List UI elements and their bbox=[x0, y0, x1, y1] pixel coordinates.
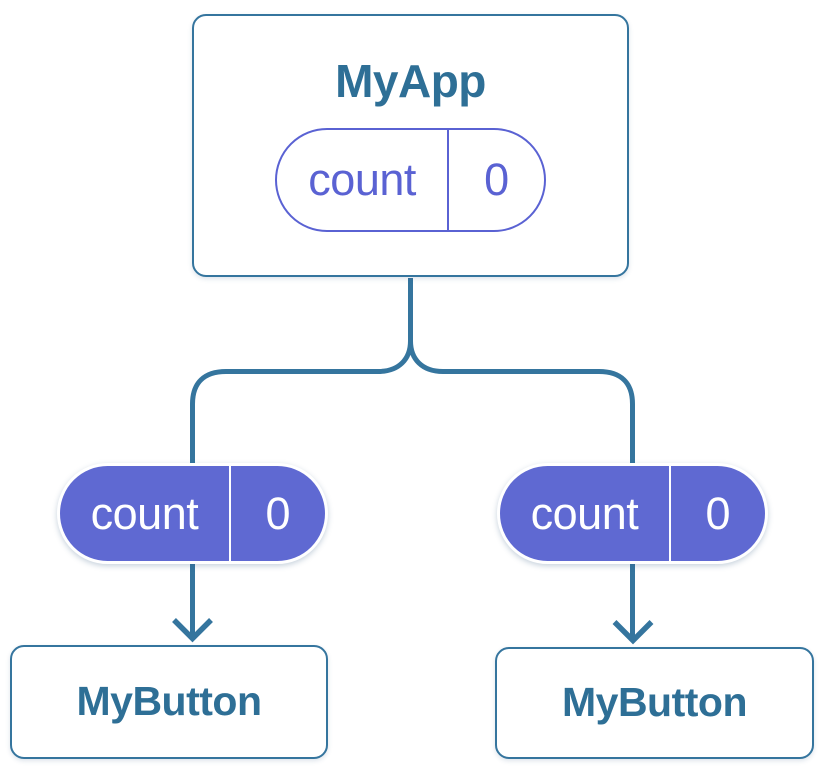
prop-pill-right: count 0 bbox=[497, 463, 768, 564]
prop-pill-left: count 0 bbox=[57, 463, 328, 564]
node-myapp: MyApp count 0 bbox=[192, 14, 629, 277]
node-mybutton-right: MyButton bbox=[495, 647, 814, 759]
left-arrowhead-icon bbox=[172, 618, 213, 643]
right-arrowhead-icon bbox=[612, 620, 654, 645]
prop-pill-left-value: 0 bbox=[265, 487, 291, 539]
connector-branch-right bbox=[408, 340, 635, 638]
state-pill-myapp-value: 0 bbox=[484, 153, 510, 205]
node-mybutton-right-title: MyButton bbox=[561, 679, 748, 726]
node-myapp-title: MyApp bbox=[335, 55, 486, 107]
prop-pill-right-value: 0 bbox=[705, 487, 731, 539]
node-mybutton-left: MyButton bbox=[10, 645, 328, 759]
prop-pill-right-label: count bbox=[500, 466, 671, 561]
state-pill-myapp: count 0 bbox=[275, 127, 546, 232]
node-mybutton-left-title: MyButton bbox=[76, 678, 262, 725]
state-pill-myapp-label: count bbox=[277, 129, 450, 230]
prop-pill-left-label: count bbox=[60, 466, 231, 561]
connector-branch-left bbox=[190, 340, 413, 636]
